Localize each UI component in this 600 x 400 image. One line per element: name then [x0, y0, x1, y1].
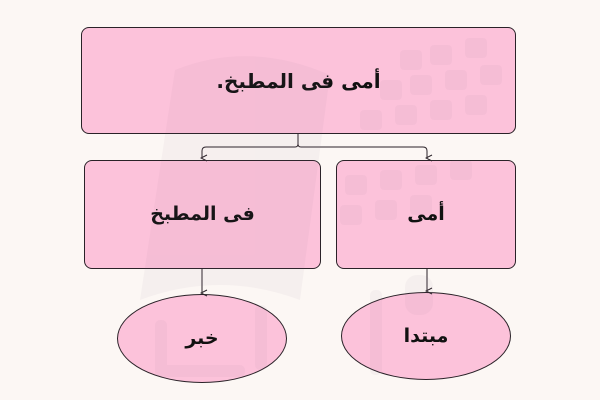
root-sentence-node: أمى فى المطبخ.	[81, 27, 516, 134]
subject-word-node: أمى	[336, 160, 516, 269]
subject-word-label: أمى	[407, 203, 445, 225]
connector-root-right	[297, 143, 427, 158]
mubtada-label: مبتدا	[403, 324, 449, 347]
predicate-phrase-label: فى المطبخ	[150, 203, 255, 225]
connector-root-stem	[202, 134, 299, 158]
root-sentence-label: أمى فى المطبخ.	[216, 68, 381, 93]
mubtada-node: مبتدا	[341, 292, 511, 380]
khabar-label: خبر	[185, 327, 219, 349]
